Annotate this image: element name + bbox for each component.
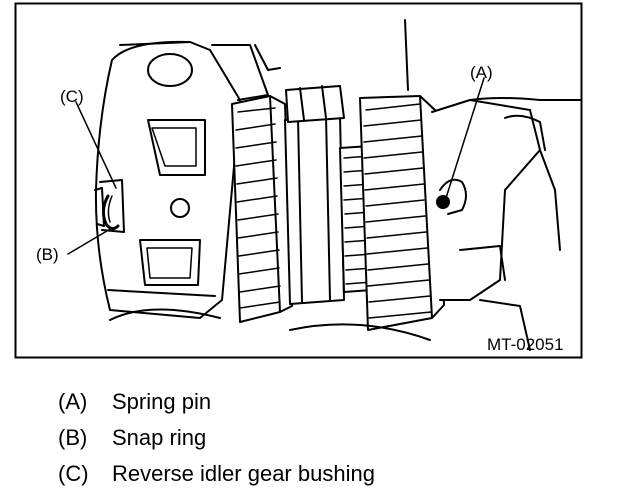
figure-id-label: MT-02051	[487, 335, 564, 354]
legend-item-a: (A) Spring pin	[58, 384, 375, 420]
legend-text: Spring pin	[112, 389, 212, 414]
callout-b: (B)	[36, 245, 59, 264]
transmission-case	[94, 40, 281, 319]
legend-key: (B)	[58, 425, 88, 450]
callout-c: (C)	[60, 87, 84, 106]
legend-text: Snap ring	[112, 425, 207, 450]
legend-item-b: (B) Snap ring	[58, 420, 375, 456]
left-helical-gear	[231, 95, 293, 323]
right-housing	[109, 19, 581, 351]
snap-ring	[101, 194, 120, 231]
leader-line-a	[445, 77, 485, 199]
spring-pin	[436, 195, 450, 209]
gear-assembly-diagram: (A) (B) (C) MT-02051	[14, 2, 583, 359]
leader-line-b	[67, 227, 113, 255]
parts-legend: (A) Spring pin (B) Snap ring (C) Reverse id…	[58, 384, 375, 492]
legend-key: (C)	[58, 461, 89, 486]
legend-text: Reverse idler gear bushing	[112, 461, 375, 486]
leader-line-c	[75, 101, 117, 189]
synchronizer-sleeve	[284, 85, 345, 305]
callout-a: (A)	[470, 63, 493, 82]
legend-key: (A)	[58, 389, 88, 414]
legend-item-c: (C) Reverse idler gear bushing	[58, 456, 375, 492]
